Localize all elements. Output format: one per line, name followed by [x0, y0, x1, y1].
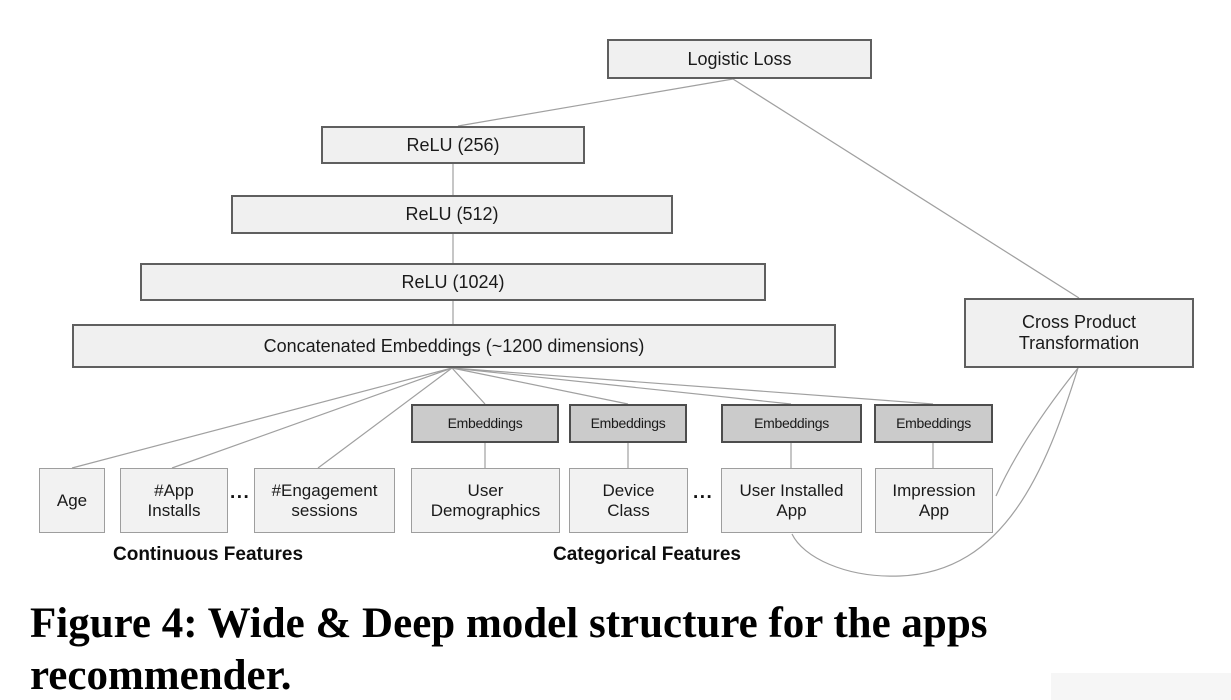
- node-concatenated-embeddings: Concatenated Embeddings (~1200 dimension…: [72, 324, 836, 368]
- node-relu-1024: ReLU (1024): [140, 263, 766, 301]
- node-impression-app: Impression App: [875, 468, 993, 533]
- node-label-line1: Impression: [892, 480, 976, 500]
- node-label-line1: User Installed: [739, 480, 844, 500]
- edge-concat-appinstalls: [171, 367, 453, 469]
- node-label: ReLU (1024): [401, 271, 505, 292]
- node-label-line2: Class: [607, 500, 650, 520]
- node-cross-product-transformation: Cross Product Transformation: [964, 298, 1194, 368]
- node-label: ReLU (256): [406, 134, 500, 155]
- node-user-demographics: User Demographics: [411, 468, 560, 533]
- node-label-line2: Installs: [147, 500, 201, 520]
- node-label: Embeddings: [754, 415, 829, 432]
- node-embeddings-impression-app: Embeddings: [874, 404, 993, 443]
- ellipsis-categorical: ...: [693, 482, 714, 503]
- edge-concat-embed2: [451, 367, 629, 405]
- node-label-line2: App: [918, 500, 950, 520]
- figure-caption-line2: recommender.: [30, 652, 292, 699]
- node-label-line2: Demographics: [430, 500, 541, 520]
- node-age: Age: [39, 468, 105, 533]
- node-relu-256: ReLU (256): [321, 126, 585, 164]
- node-app-installs: #App Installs: [120, 468, 228, 533]
- edge-concat-age: [71, 367, 453, 469]
- node-relu-512: ReLU (512): [231, 195, 673, 234]
- node-label-line1: Device: [602, 480, 655, 500]
- node-logistic-loss: Logistic Loss: [607, 39, 872, 79]
- node-label-line1: Cross Product: [1021, 312, 1137, 333]
- node-embeddings-user-installed-app: Embeddings: [721, 404, 862, 443]
- ellipsis-continuous: ...: [230, 482, 251, 503]
- edge-logistic-relu256: [457, 78, 734, 127]
- figure-caption-line1: Figure 4: Wide & Deep model structure fo…: [30, 600, 988, 647]
- node-label-line1: User: [467, 480, 504, 500]
- node-label: Embeddings: [447, 415, 523, 432]
- node-label: Age: [56, 490, 88, 510]
- figure-caption: Figure 4: Wide & Deep model structure fo…: [30, 598, 988, 700]
- node-label-line2: Transformation: [1018, 333, 1140, 353]
- node-label-line1: #Engagement: [271, 480, 378, 500]
- edge-logistic-crossproduct: [732, 78, 1080, 299]
- node-device-class: Device Class: [569, 468, 688, 533]
- edge-concat-embed3: [451, 367, 792, 405]
- label-continuous-features: Continuous Features: [113, 544, 304, 565]
- node-label-line2: sessions: [291, 500, 358, 520]
- node-label: Logistic Loss: [687, 48, 792, 69]
- node-label: Concatenated Embeddings (~1200 dimension…: [263, 335, 645, 356]
- edge-crossproduct-impression: [995, 367, 1079, 497]
- node-label-line2: App: [776, 500, 807, 520]
- edge-concat-embed1: [451, 367, 486, 405]
- node-label: Embeddings: [896, 415, 971, 432]
- label-categorical-features: Categorical Features: [553, 544, 741, 565]
- node-embeddings-device-class: Embeddings: [569, 404, 687, 443]
- corner-highlight-rect: [1051, 673, 1231, 700]
- node-label: ReLU (512): [405, 204, 499, 225]
- node-embeddings-user-demographics: Embeddings: [411, 404, 559, 443]
- node-engagement-sessions: #Engagement sessions: [254, 468, 395, 533]
- node-label: Embeddings: [590, 415, 666, 432]
- edge-concat-embed4: [451, 367, 934, 405]
- node-label-line1: #App: [154, 480, 194, 500]
- node-user-installed-app: User Installed App: [721, 468, 862, 533]
